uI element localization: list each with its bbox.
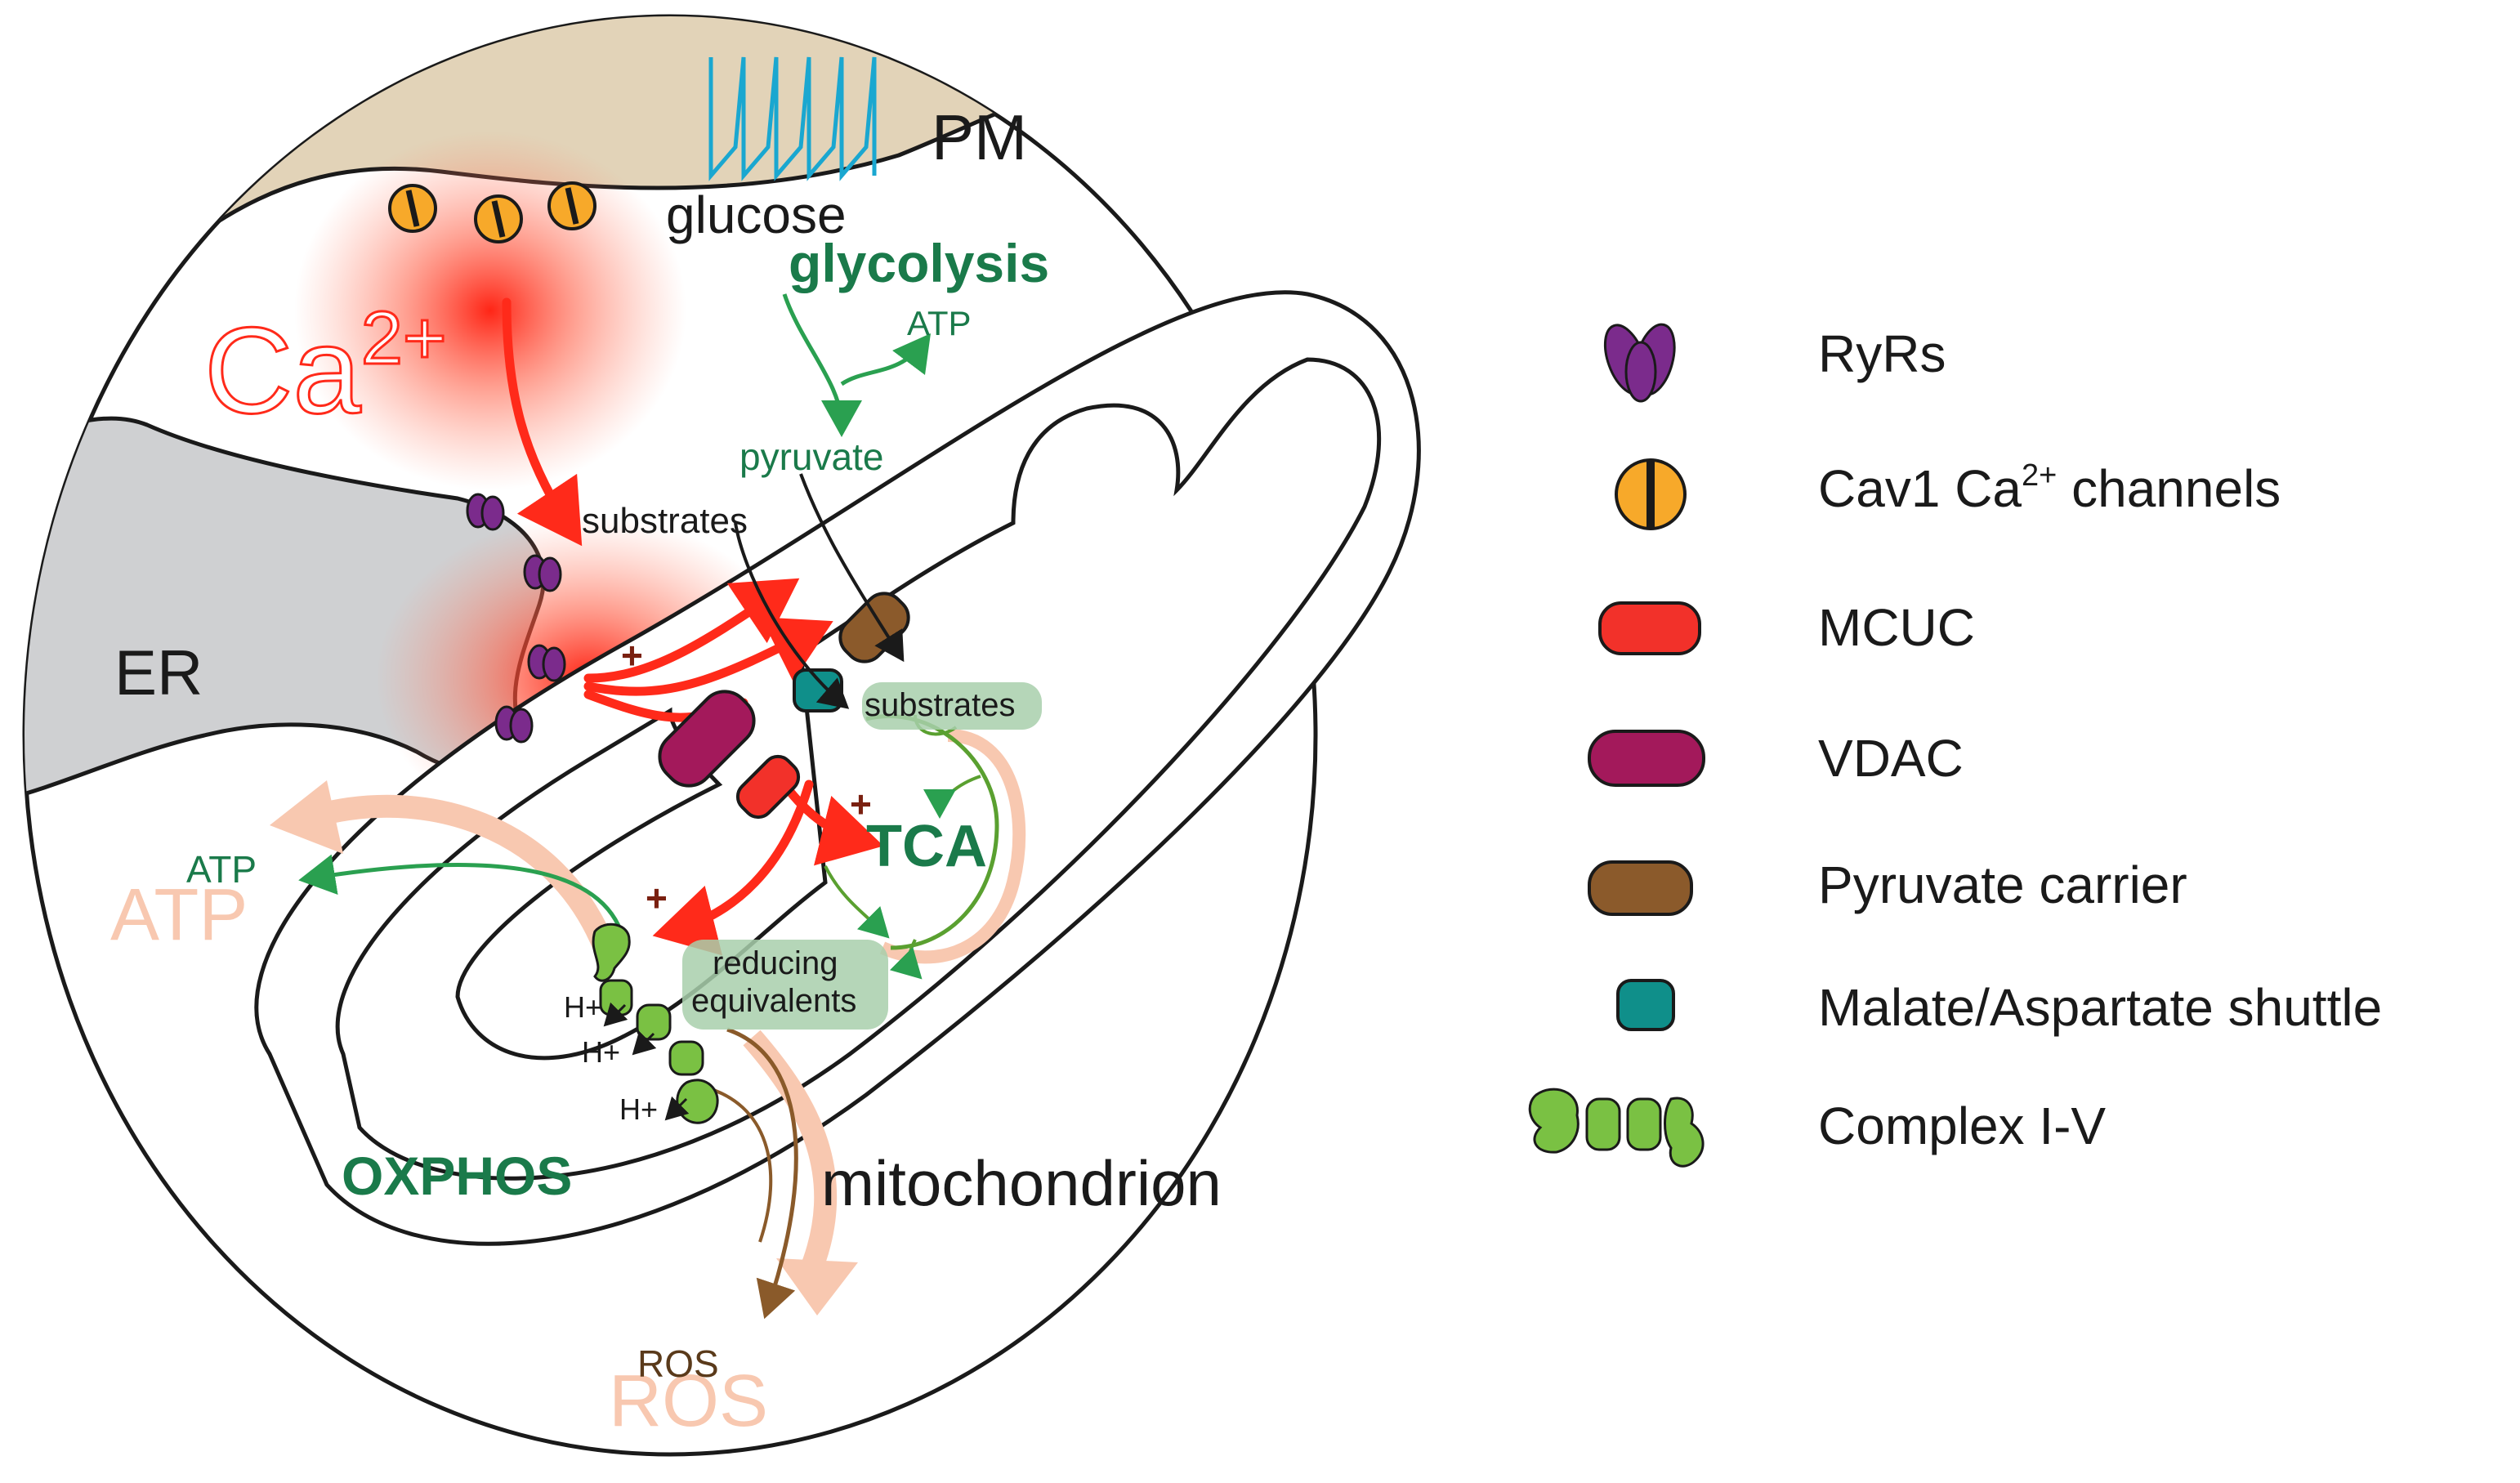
ca-superscript: 2+ [361, 297, 447, 380]
legend-item-ryrs: RyRs [1603, 323, 1946, 403]
pyruvate-label: pyruvate [739, 436, 883, 478]
mitochondrion-label: mitochondrion [821, 1147, 1222, 1219]
ros-ghost-label: ROS [609, 1360, 768, 1442]
ros-ghost-arrowhead [776, 1258, 858, 1315]
complex-icon [1528, 1088, 1705, 1168]
glycolysis-arrows [782, 293, 932, 437]
proton-arrows [603, 1002, 690, 1121]
ryr-icon [523, 554, 562, 592]
atp-ghost-arrowhead [270, 780, 343, 854]
atp-ghost-label: ATP [110, 874, 248, 956]
tca-label: TCA [866, 814, 987, 879]
vdac-icon [658, 690, 756, 788]
vdac-icon [1588, 730, 1705, 787]
mito-inner-membrane [335, 357, 1382, 1181]
ryr-cluster [466, 493, 566, 744]
legend-label: RyRs [1818, 324, 1946, 383]
atp-out-label: ATP [186, 848, 257, 891]
oxphos-label: OXPHOS [342, 1146, 572, 1206]
legend-item-shuttle: Malate/Aspartate shuttle [1616, 978, 2382, 1037]
substrates-inner-label: substrates [865, 687, 1016, 723]
reducing-equivalents-box [682, 940, 888, 1030]
legend-item-pyruvate-carrier: Pyruvate carrier [1588, 855, 2187, 916]
ca-flux-arrows [502, 297, 884, 956]
cav1-channel-icon [547, 181, 596, 230]
proton-label-2: H+ [582, 1035, 620, 1069]
plus-sign-2: + [850, 783, 872, 825]
substrates-outer-label: substrates [582, 501, 748, 541]
mcuc-icon [735, 754, 801, 820]
legend-label: Complex I-V [1818, 1097, 2106, 1155]
ros-label: ROS [637, 1342, 719, 1385]
ca-label: Ca2+ [204, 297, 447, 439]
ryr-icon [1603, 323, 1676, 403]
legend-item-mcuc: MCUC [1598, 598, 1975, 657]
pm-label: PM [932, 101, 1027, 173]
cav1-channel-icon [474, 194, 523, 243]
mitochondrion [254, 290, 1421, 1246]
substrate-arrows [734, 473, 905, 709]
glucose-transporter-icon [708, 56, 877, 181]
atp-export-arrow [298, 854, 623, 932]
mito-outer-membrane [254, 290, 1421, 1246]
legend: RyRs Cav1 Ca2+ channels MCUC VDAC Pyruva… [1528, 323, 2382, 1168]
ros-arrow-2 [702, 1085, 773, 1243]
er-label: ER [114, 637, 203, 708]
legend-item-vdac: VDAC [1588, 729, 1964, 788]
legend-label: Pyruvate carrier [1818, 855, 2187, 914]
ryr-icon [527, 644, 566, 682]
legend-label: MCUC [1818, 598, 1975, 657]
plus-sign-3: + [646, 877, 668, 919]
cav1-channel-icon [1615, 458, 1687, 530]
complex-icon [592, 922, 631, 982]
ryr-icon [466, 493, 505, 531]
atp-ghost-arrow [307, 794, 615, 953]
substrates-inner-box [862, 682, 1042, 730]
cav1-channels [388, 181, 596, 243]
ryr-icon [494, 705, 534, 744]
legend-item-complex: Complex I-V [1528, 1088, 2106, 1168]
legend-label: VDAC [1818, 729, 1964, 788]
cav1-channel-icon [388, 184, 437, 233]
mcuc-icon [1598, 601, 1701, 655]
equivalents-label: equivalents [691, 983, 856, 1019]
proton-label-3: H+ [619, 1092, 658, 1126]
malate-aspartate-shuttle-icon [793, 668, 843, 712]
proton-label-1: H+ [564, 990, 602, 1024]
reducing-label: reducing [713, 945, 838, 981]
malate-aspartate-shuttle-icon [1616, 979, 1675, 1031]
complex-icon [668, 1040, 704, 1076]
legend-label: Cav1 Ca2+ channels [1818, 458, 2281, 518]
glucose-label: glucose [666, 185, 847, 244]
legend-item-cav1: Cav1 Ca2+ channels [1615, 458, 2281, 530]
complex-icon [599, 979, 633, 1016]
plus-sign-1: + [621, 634, 643, 677]
pyruvate-carrier-icon [1588, 860, 1693, 916]
ros-arrow [726, 1027, 798, 1320]
atp-glycolysis-label: ATP [907, 304, 972, 342]
legend-label: Malate/Aspartate shuttle [1818, 978, 2382, 1037]
glycolysis-label: glycolysis [789, 233, 1049, 293]
